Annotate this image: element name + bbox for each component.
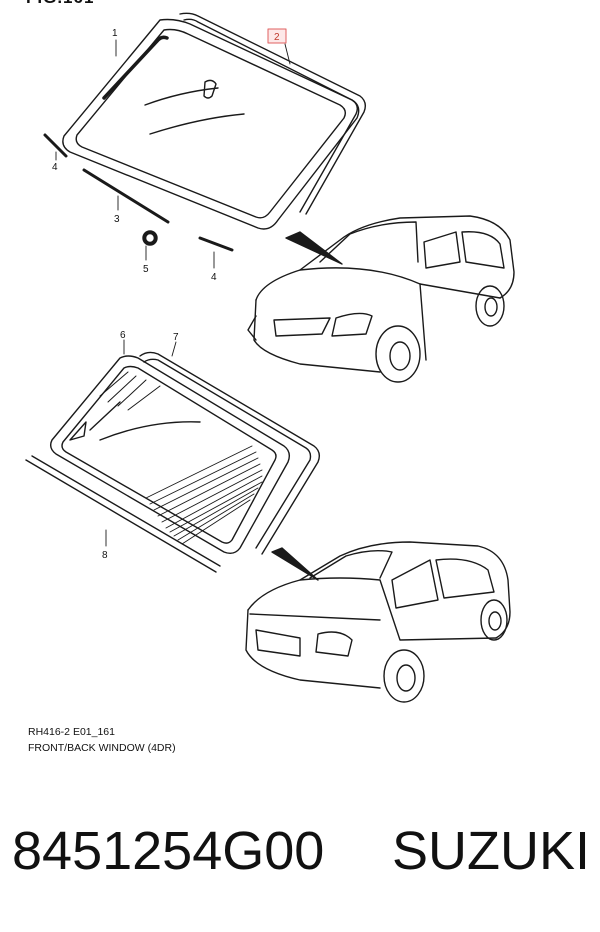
product-info	[0, 775, 600, 932]
callout-6[interactable]: 6	[120, 330, 126, 341]
rear-window-molding	[139, 351, 321, 555]
windshield-molding	[179, 12, 367, 215]
brand-name: SUZUKI	[392, 821, 591, 881]
callout-4-left[interactable]: 4	[52, 162, 58, 173]
callout-1[interactable]: 1	[112, 28, 118, 39]
side-moldings-front	[43, 133, 234, 252]
callout-5[interactable]: 5	[143, 264, 149, 275]
figure-code: RH416-2 E01_161	[28, 726, 115, 738]
rear-car-illustration	[245, 541, 511, 703]
figure-caption: FRONT/BACK WINDOW (4DR)	[28, 742, 176, 754]
diagram-drawing: 1 2 3 4 4 5 6 7 8	[25, 12, 515, 703]
callout-7[interactable]: 7	[173, 332, 179, 343]
callout-2-highlight	[267, 28, 287, 44]
callout-3[interactable]: 3	[114, 214, 120, 225]
front-windshield-glass	[62, 18, 360, 230]
parts-diagram: FIG.161	[25, 0, 515, 754]
clip-part	[142, 230, 158, 246]
callout-8[interactable]: 8	[102, 550, 108, 561]
rear-lower-molding	[25, 455, 221, 573]
front-car-illustration	[247, 215, 515, 383]
rear-window-glass	[49, 355, 291, 555]
callout-2[interactable]: 2	[274, 32, 280, 43]
callout-4-right[interactable]: 4	[211, 272, 217, 283]
figure-title: FIG.161	[26, 0, 94, 8]
part-number: 8451254G00	[12, 821, 325, 881]
